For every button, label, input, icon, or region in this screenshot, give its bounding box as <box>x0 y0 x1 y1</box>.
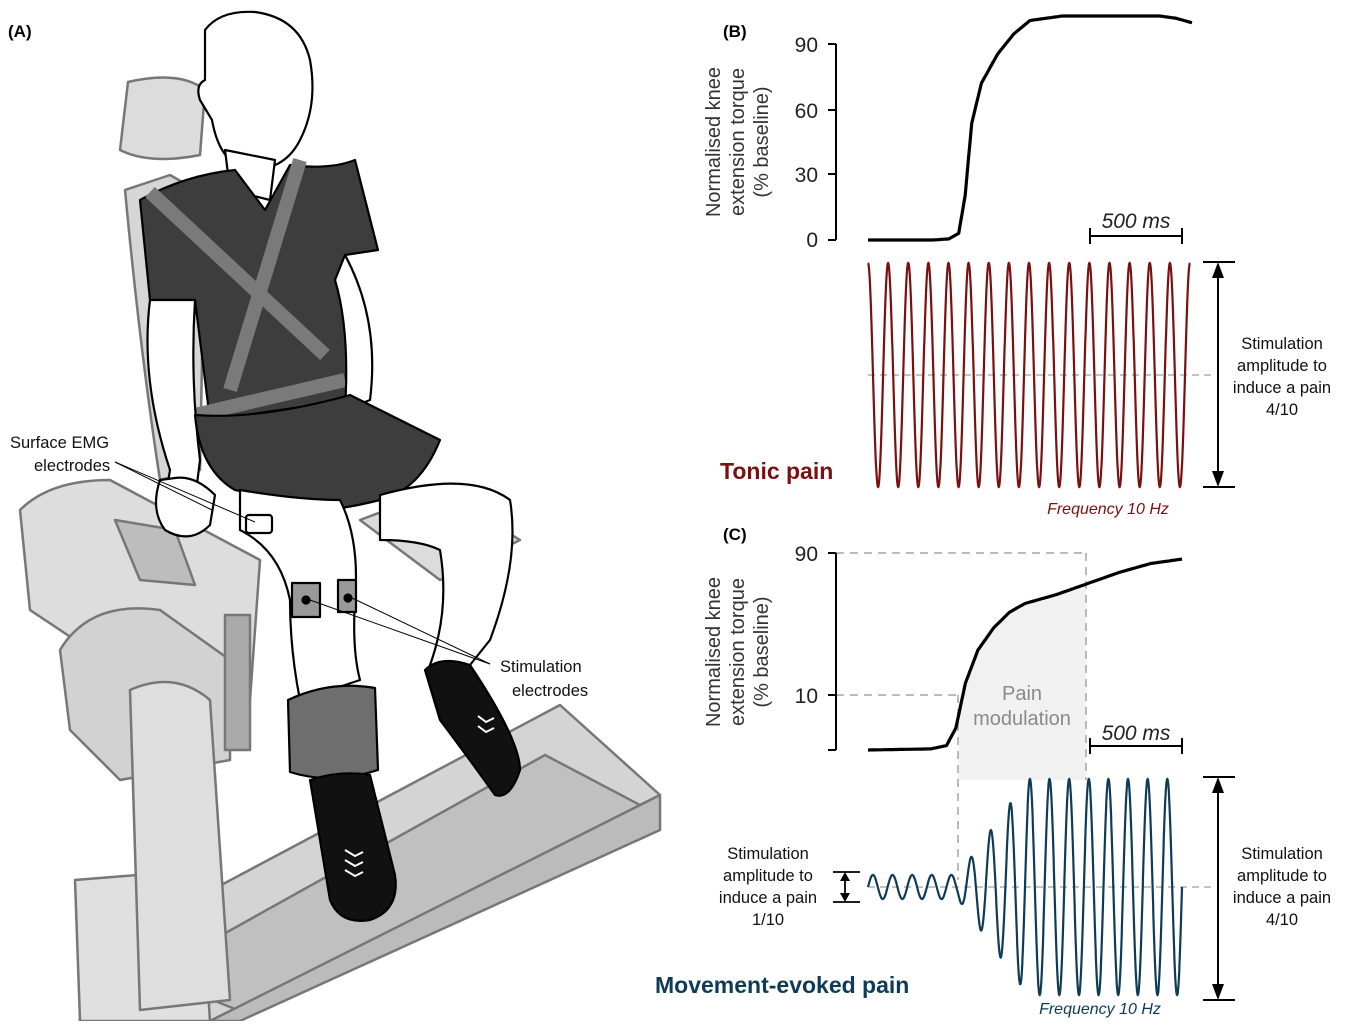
panel-b-ytick-30: 30 <box>795 164 818 187</box>
panel-c: (C) Normalised knee extension torque (% … <box>655 525 1331 1018</box>
panel-c-ylabel-line1: Normalised knee <box>703 577 725 727</box>
panel-c-modulation-line1: Pain <box>1002 683 1042 705</box>
panel-c-yaxis <box>828 552 837 751</box>
panel-b-stim-wave <box>867 261 1191 489</box>
panel-c-label: (C) <box>723 525 747 544</box>
panel-b-amplitude-arrow <box>1203 261 1235 488</box>
panel-c-left-amp-line3: induce a pain <box>719 889 817 907</box>
panel-a-illustration: (A) <box>8 10 662 1023</box>
panel-c-guides <box>836 552 1087 880</box>
panel-c-right-amp-line1: Stimulation <box>1241 845 1323 863</box>
panel-c-frequency: Frequency 10 Hz <box>1039 1001 1161 1018</box>
panel-c-modulation-area <box>958 553 1086 780</box>
panel-b-ytick-60: 60 <box>795 100 818 123</box>
panel-b-amp-line1: Stimulation <box>1241 335 1323 353</box>
panel-c-right-amplitude-label: Stimulation amplitude to induce a pain 4… <box>1233 845 1331 929</box>
panel-c-right-amp-line4: 4/10 <box>1266 911 1298 929</box>
panel-c-left-amplitude-label: Stimulation amplitude to induce a pain 1… <box>719 845 817 929</box>
panel-c-torque-trace <box>868 557 1183 752</box>
panel-b-amp-line3: induce a pain <box>1233 379 1331 397</box>
panel-c-stim-wave <box>866 777 1184 997</box>
panel-c-right-amp-line2: amplitude to <box>1237 867 1327 885</box>
panel-c-ylabel: Normalised knee extension torque (% base… <box>703 577 773 727</box>
panel-c-ytick-90: 90 <box>795 543 818 566</box>
panel-a-label: (A) <box>8 22 32 41</box>
panel-b-torque-trace <box>868 14 1193 242</box>
panel-b-ylabel-line2: extension torque <box>727 68 749 216</box>
panel-b-ylabel: Normalised knee extension torque (% base… <box>703 67 773 217</box>
panel-b-yaxis <box>828 43 837 241</box>
panel-c-ylabel-line3: (% baseline) <box>751 596 773 707</box>
panel-c-left-amp-line2: amplitude to <box>723 867 813 885</box>
stim-label-line2: electrodes <box>512 682 588 700</box>
panel-c-modulation-line2: modulation <box>973 708 1071 730</box>
panel-b-ylabel-line1: Normalised knee <box>703 67 725 217</box>
panel-c-ylabel-line2: extension torque <box>727 578 749 726</box>
panel-c-ytick-10: 10 <box>795 685 818 708</box>
panel-b-amp-line4: 4/10 <box>1266 401 1298 419</box>
panel-c-left-amp-line1: Stimulation <box>727 845 809 863</box>
panel-c-scalebar <box>1089 738 1183 754</box>
stim-label-line1: Stimulation <box>500 658 582 676</box>
emg-electrode <box>244 513 274 535</box>
panel-c-condition: Movement-evoked pain <box>655 972 909 998</box>
panel-c-right-amp-line3: induce a pain <box>1233 889 1331 907</box>
panel-b-scalebar <box>1089 228 1183 244</box>
panel-b-ytick-90: 90 <box>795 34 818 57</box>
panel-b-scalebar-label: 500 ms <box>1102 210 1171 233</box>
panel-b-amp-line2: amplitude to <box>1237 357 1327 375</box>
panel-c-scalebar-label: 500 ms <box>1102 722 1171 745</box>
person <box>138 10 522 922</box>
panel-c-left-amp-line4: 1/10 <box>752 911 784 929</box>
panel-b-frequency: Frequency 10 Hz <box>1047 501 1169 518</box>
panel-b-condition: Tonic pain <box>720 458 833 484</box>
panel-b-amplitude-label: Stimulation amplitude to induce a pain 4… <box>1233 335 1331 419</box>
panel-b: (B) Normalised knee extension torque (% … <box>703 14 1331 518</box>
emg-label-line1: Surface EMG <box>10 434 109 452</box>
panel-b-ylabel-line3: (% baseline) <box>751 86 773 197</box>
leader-lines <box>114 461 491 665</box>
panel-b-ytick-0: 0 <box>806 229 818 252</box>
emg-label-line2: electrodes <box>34 457 110 475</box>
panel-c-right-amplitude-arrow <box>1203 776 1235 1001</box>
panel-b-label: (B) <box>723 22 747 41</box>
